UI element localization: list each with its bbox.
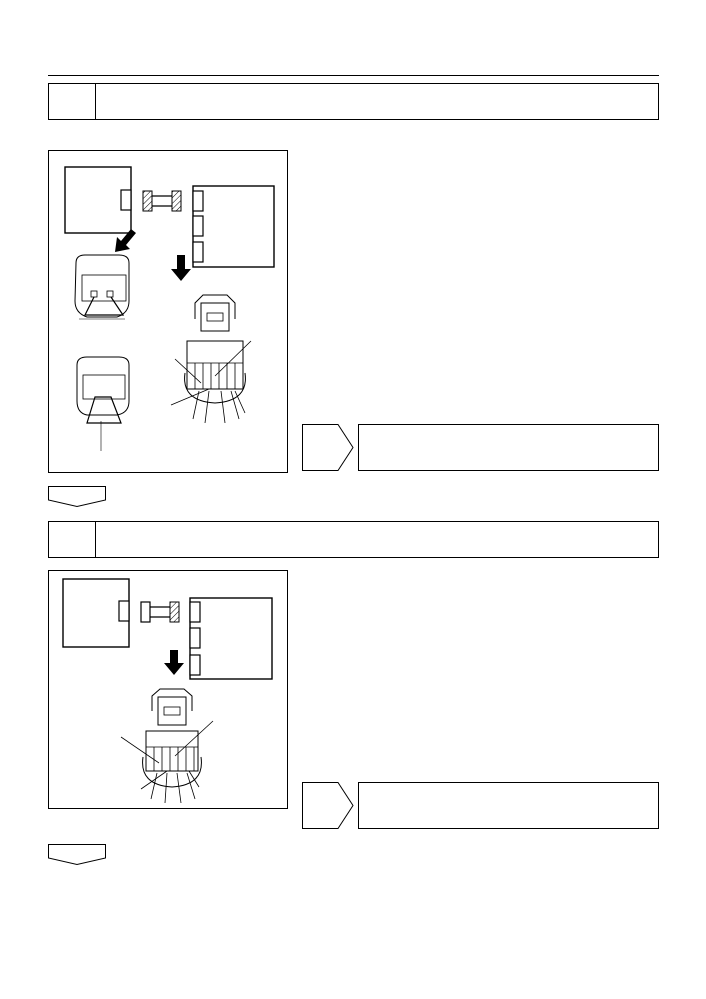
header-rule: [48, 75, 659, 76]
step-2-result-box: [358, 782, 659, 829]
next-tab-shape: [48, 844, 106, 866]
step-1-number: [49, 84, 96, 119]
step-1-header: [48, 83, 659, 120]
right-chevron-icon: [302, 782, 354, 829]
step-2-result-arrow: [302, 782, 354, 829]
step-1-title: [105, 92, 645, 112]
step-2-title: [105, 530, 645, 550]
step-1-result-arrow: [302, 424, 354, 471]
connector-diagram-1: [64, 166, 275, 451]
next-tab-shape: [48, 486, 106, 508]
step-2-next-tab[interactable]: [48, 844, 106, 866]
step-1-result-box: [358, 424, 659, 471]
step-1-next-tab[interactable]: [48, 486, 106, 508]
step-2-result-text: [367, 797, 647, 815]
right-chevron-icon: [302, 424, 354, 471]
step-2-header: [48, 521, 659, 558]
connector-diagram-2: [62, 578, 273, 804]
step-2-illustration: [48, 570, 288, 809]
step-2-number: [49, 522, 96, 557]
step-1-illustration: [48, 150, 288, 473]
step-1-result-text: [367, 439, 647, 457]
